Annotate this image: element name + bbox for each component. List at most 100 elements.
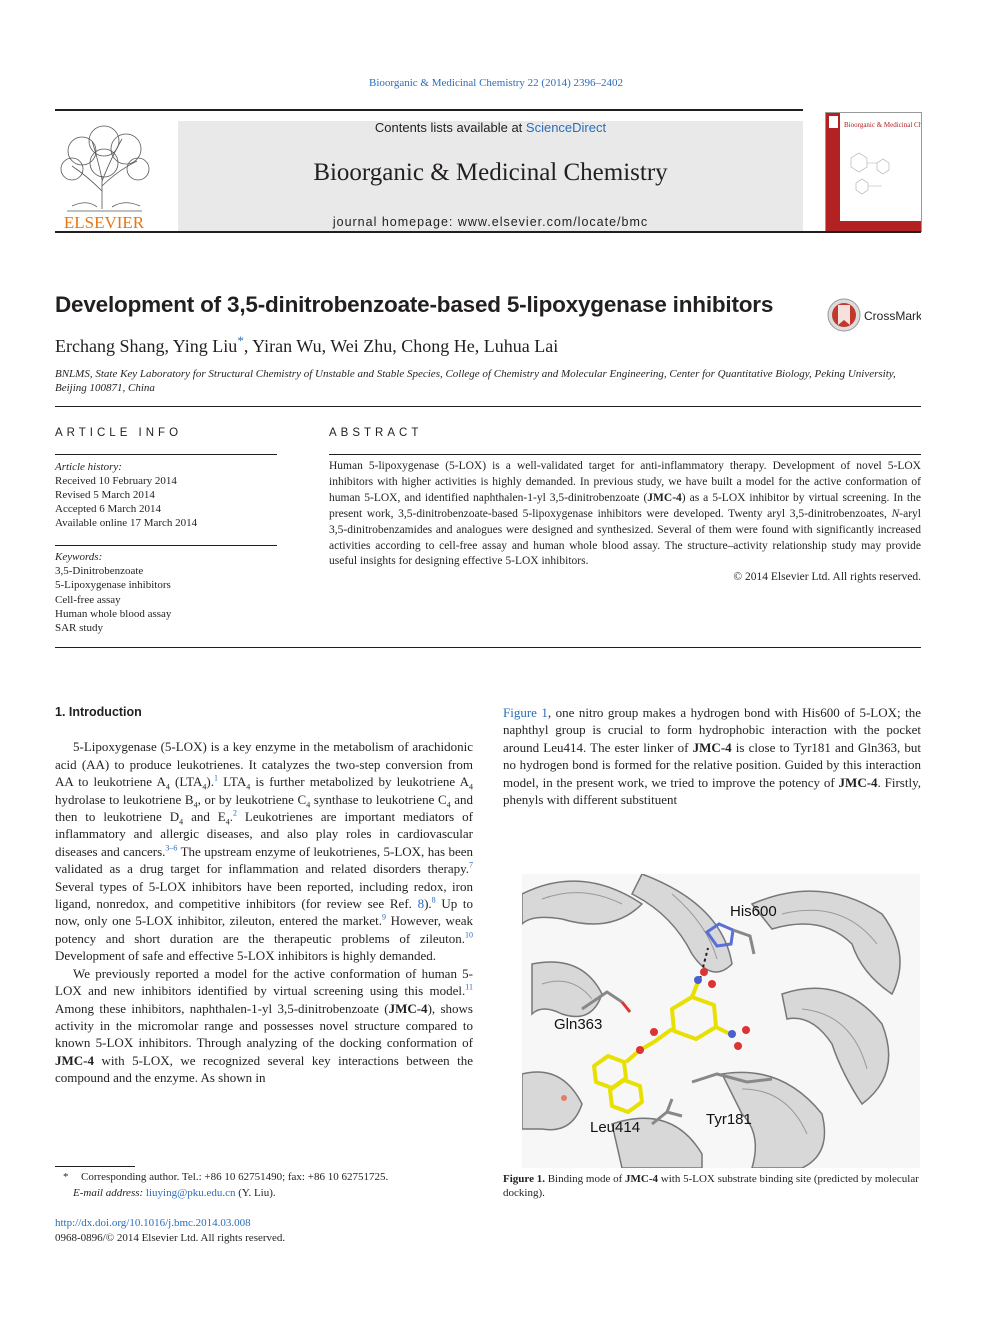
date-online: Available online 17 March 2014	[55, 517, 198, 529]
journal-title: Bioorganic & Medicinal Chemistry	[313, 159, 668, 186]
reference-link[interactable]: 8	[417, 896, 425, 912]
journal-cover-thumbnail[interactable]: Bioorganic & Medicinal Chemistry	[825, 112, 922, 232]
elsevier-logo: ELSEVIER	[60, 125, 150, 231]
email-label: E-mail address:	[73, 1186, 146, 1199]
compound-name: JMC-4	[388, 1000, 428, 1016]
crossmark-badge[interactable]: CrossMark	[826, 297, 921, 333]
footnote: * Corresponding author. Tel.: +86 10 6275…	[55, 1170, 473, 1201]
citation-ref[interactable]: 7	[469, 860, 473, 870]
footnote-text: Corresponding author. Tel.: +86 10 62751…	[81, 1171, 389, 1183]
figure-link[interactable]: Figure 1	[503, 705, 548, 720]
text-part: The upstream enzyme of leukotrienes, 5-L…	[55, 843, 473, 877]
keyword-item: Cell-free assay	[55, 593, 121, 606]
contents-prefix: Contents lists available at	[374, 120, 526, 135]
email-suffix: (Y. Liu).	[235, 1186, 276, 1199]
publisher-name: ELSEVIER	[64, 213, 145, 231]
subscript: 4	[225, 817, 230, 827]
text-part: Leukotrienes are important mediators of …	[55, 809, 474, 859]
abstract-text: Human 5-lipoxygenase (5-LOX) is a well-v…	[329, 459, 921, 586]
corresponding-author-mark[interactable]: *	[237, 333, 244, 348]
abstract-part: ) as a 5-LOX inhibitor by virtual screen…	[329, 491, 921, 520]
article-history: Article history: Received 10 February 20…	[55, 460, 277, 530]
subscript: 4	[165, 782, 170, 792]
journal-banner: Contents lists available at ScienceDirec…	[178, 121, 803, 231]
doi-link[interactable]: http://dx.doi.org/10.1016/j.bmc.2014.03.…	[55, 1217, 251, 1229]
compound-name: JMC-4	[647, 491, 682, 504]
text-part: We previously reported a model for the a…	[55, 965, 473, 999]
text-part: and then to leukotriene D	[55, 791, 473, 825]
sciencedirect-link[interactable]: ScienceDirect	[525, 120, 607, 135]
issn-line: 0968-0896/© 2014 Elsevier Ltd. All right…	[55, 1232, 286, 1244]
text-part: and E	[183, 809, 226, 825]
figure-caption: Figure 1. Binding mode of JMC-4 with 5-L…	[503, 1172, 921, 1200]
keyword-item: 5-Lipoxygenase inhibitors	[55, 579, 171, 592]
author-list: Erchang Shang, Ying Liu*, Yiran Wu, Wei …	[55, 333, 559, 357]
homepage-prefix: journal homepage:	[332, 215, 458, 229]
caption-text: Binding mode of	[544, 1173, 626, 1185]
text-part: ).	[206, 774, 214, 790]
citation-ref[interactable]: 1	[214, 773, 218, 783]
citation-ref[interactable]: 10	[465, 930, 473, 940]
compound-name: JMC-4	[625, 1173, 659, 1185]
subscript: 4	[306, 800, 311, 810]
text-part: Among these inhibitors, naphthalen-1-yl …	[55, 1000, 389, 1016]
date-accepted: Accepted 6 March 2014	[55, 503, 161, 515]
date-received: Received 10 February 2014	[55, 475, 177, 487]
compound-name: JMC-4	[55, 1052, 94, 1068]
intro-paragraph-1: 5-Lipoxygenase (5-LOX) is a key enzyme i…	[55, 738, 473, 964]
email-link[interactable]: liuying@pku.edu.cn	[145, 1186, 236, 1199]
text-part: .	[229, 809, 233, 825]
text-part: Development of safe and effective 5-LOX …	[55, 948, 436, 964]
text-part: (LTA	[169, 774, 203, 790]
text-part: ), shows activity in the micromolar rang…	[55, 1000, 473, 1051]
header-rule	[55, 109, 803, 111]
journal-reference[interactable]: Bioorganic & Medicinal Chemistry 22 (201…	[369, 77, 623, 89]
keyword-item: 3,5-Dinitrobenzoate	[55, 565, 144, 578]
figure-label-his600: His600	[730, 903, 777, 920]
keywords-label: Keywords:	[55, 551, 103, 563]
caption-text: with 5-LOX substrate binding site (predi…	[503, 1173, 919, 1199]
keywords: Keywords: 3,5-Dinitrobenzoate 5-Lipoxyge…	[55, 550, 277, 635]
text-part: . Firstly, phenyls with different substi…	[503, 774, 921, 808]
compound-name: JMC-4	[838, 774, 878, 790]
history-label: Article history:	[55, 461, 122, 473]
abstract-bottom-rule	[55, 647, 921, 648]
abstract-italic: N	[891, 507, 900, 520]
compound-name: JMC-4	[692, 739, 732, 755]
homepage-link[interactable]: www.elsevier.com/locate/bmc	[457, 215, 649, 229]
citation-ref[interactable]: 3–6	[165, 843, 178, 853]
copyright-notice: © 2014 Elsevier Ltd. All rights reserved…	[733, 571, 921, 584]
subscript: 4	[446, 800, 451, 810]
text-part: ).	[424, 896, 432, 912]
text-part: is close to Tyr181 and Gln363, but no hy…	[503, 739, 921, 790]
text-part: However, weak potency and short duration…	[55, 913, 473, 946]
subscript: 4	[179, 817, 184, 827]
intro-paragraph-2: We previously reported a model for the a…	[55, 965, 473, 1087]
authors-part-a: Erchang Shang, Ying Liu	[55, 336, 238, 356]
text-part: is further metabolized by leukotriene A	[250, 774, 469, 790]
citation-ref[interactable]: 11	[465, 982, 473, 992]
header-rule-bottom	[55, 231, 921, 233]
figure-label-gln363: Gln363	[554, 1016, 602, 1033]
figure-label-tyr181: Tyr181	[706, 1111, 752, 1128]
abstract-heading: ABSTRACT	[329, 427, 423, 439]
text-part: hydrolase to leukotriene B	[55, 791, 194, 807]
intro-paragraph-2-continued: Figure 1, one nitro group makes a hydrog…	[503, 704, 921, 808]
article-info-rule	[55, 454, 277, 455]
text-part: , or by leukotriene C	[197, 791, 307, 807]
authors-part-b: , Yiran Wu, Wei Zhu, Chong He, Luhua Lai	[243, 336, 559, 356]
text-part: with 5-LOX, we recognized several key in…	[55, 1052, 473, 1086]
figure-1-binding-mode: His600 Gln363 Leu414 Tyr181	[522, 874, 920, 1168]
citation-ref[interactable]: 9	[382, 913, 387, 923]
subscript: 4	[246, 782, 251, 792]
caption-label: Figure 1.	[503, 1173, 545, 1185]
abstract-part: Human 5-lipoxygenase (5-LOX) is a well-v…	[329, 460, 921, 504]
subscript: 4	[469, 782, 473, 792]
keyword-item: Human whole blood assay	[55, 607, 172, 620]
citation-ref[interactable]: 2	[232, 808, 237, 818]
citation-ref[interactable]: 8	[431, 895, 436, 905]
cover-title: Bioorganic & Medicinal Chemistry	[844, 121, 922, 129]
footnote-marker: *	[63, 1171, 69, 1183]
subscript: 4	[202, 782, 207, 792]
affiliation-rule	[55, 406, 921, 407]
